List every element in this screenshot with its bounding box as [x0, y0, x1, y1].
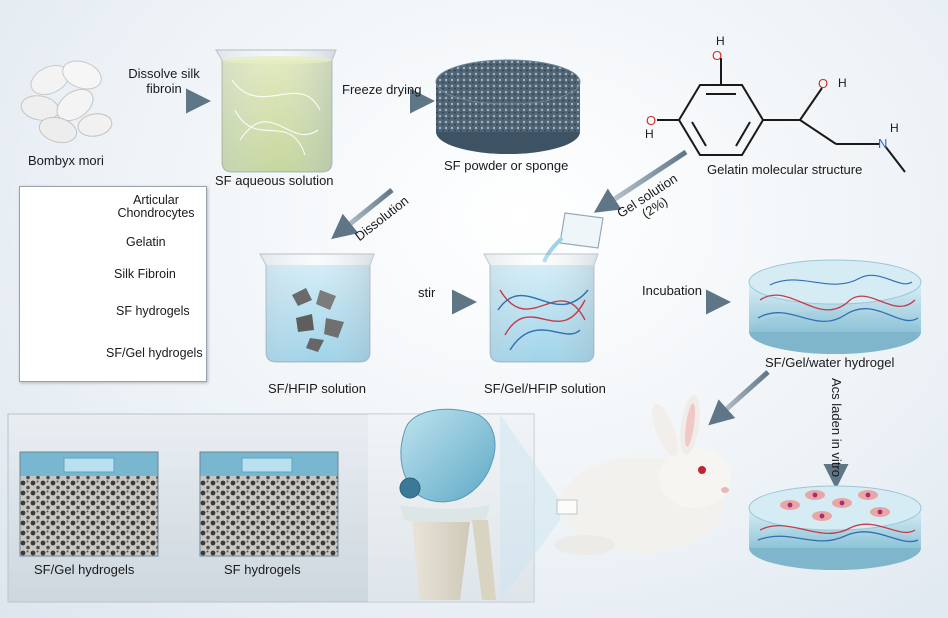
gelatin-molecule [657, 58, 906, 173]
legend-item-chondrocytes: Articular Chondrocytes [117, 193, 195, 220]
label-stir: stir [418, 285, 436, 300]
sf-powder-disk [435, 59, 581, 154]
beaker-sf-gel-hfip [482, 253, 599, 363]
process-arrows [120, 88, 849, 489]
label-gelatin-molecular-structure: Gelatin molecular structure [707, 162, 863, 177]
atom-h-top: H [716, 34, 725, 48]
atom-h-n: H [890, 121, 899, 135]
implant-block-sf-gel [19, 451, 159, 557]
label-sf-hfip-solution: SF/HFIP solution [268, 381, 367, 396]
label-sf-aqueous-solution: SF aqueous solution [215, 173, 334, 188]
atom-n: N [878, 136, 888, 151]
label-bombyx-mori: Bombyx mori [28, 153, 104, 168]
label-sf-powder-or-sponge: SF powder or sponge [444, 158, 569, 173]
label-acs-laden-in-vitro: Acs laden in vitro [829, 378, 844, 477]
cell-laden-hydrogel-disk [748, 485, 922, 570]
legend-item-gelatin: Gelatin [126, 235, 166, 249]
label-dissolve-silk-fibroin: Dissolve silk fibroin [128, 66, 200, 96]
label-incubation: Incubation [642, 283, 702, 298]
legend: Articular Chondrocytes Gelatin Silk Fibr… [19, 186, 207, 382]
label-sf-hydrogels-implant: SF hydrogels [224, 562, 301, 577]
cocoons-image [20, 60, 113, 144]
rabbit-image [555, 395, 731, 555]
legend-item-sf-hydrogels: SF hydrogels [116, 304, 190, 318]
atom-o-top: O [712, 48, 723, 63]
beaker-sf-hfip [258, 253, 375, 363]
atom-o-left: O [646, 113, 657, 128]
knee-joint-image [399, 408, 496, 600]
label-sf-gel-water-hydrogel: SF/Gel/water hydrogel [765, 355, 895, 370]
legend-item-silk-fibroin: Silk Fibroin [114, 267, 176, 281]
implant-block-sf [199, 451, 339, 557]
legend-item-sf-gel-hydrogels: SF/Gel hydrogels [106, 346, 203, 360]
atom-h-right: H [838, 76, 847, 90]
atom-h-left: H [645, 127, 654, 141]
sf-gel-water-hydrogel-disk [748, 259, 922, 354]
beaker-sf-aqueous [214, 49, 337, 173]
label-sf-gel-hydrogels-implant: SF/Gel hydrogels [34, 562, 135, 577]
label-freeze-drying: Freeze drying [342, 82, 422, 97]
atom-o-right: O [818, 76, 829, 91]
label-sf-gel-hfip-solution: SF/Gel/HFIP solution [484, 381, 606, 396]
